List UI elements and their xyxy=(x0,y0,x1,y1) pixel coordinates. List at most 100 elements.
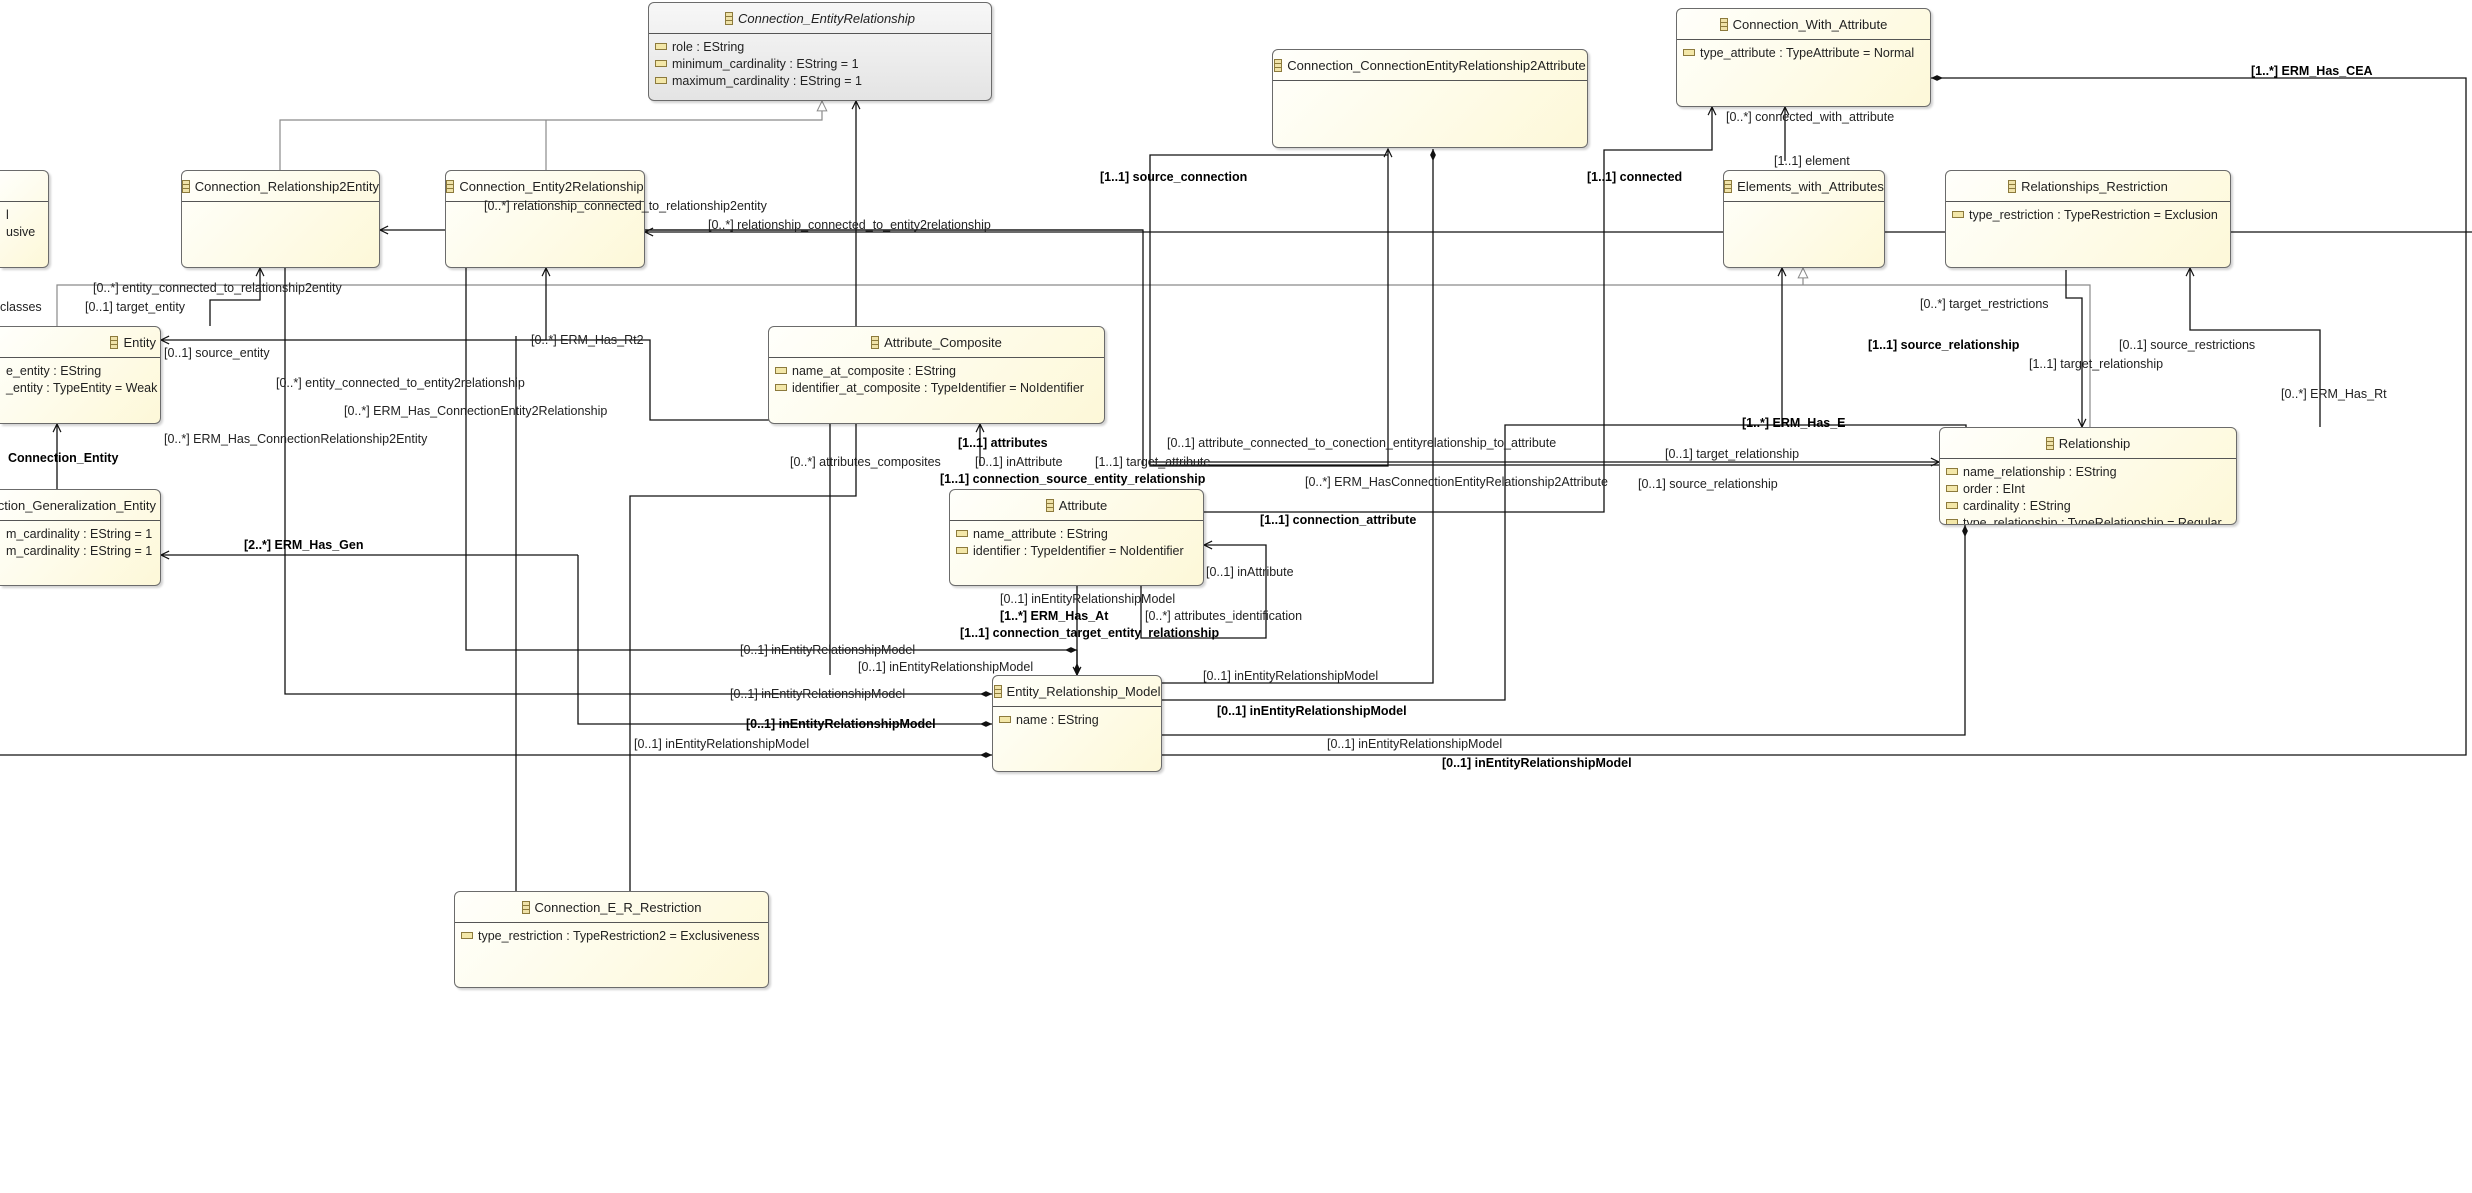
reference-label[interactable]: [0..*] connected_with_attribute xyxy=(1726,110,1895,124)
reference-label[interactable]: [0..1] inEntityRelationshipModel xyxy=(1203,669,1379,683)
attribute-row[interactable]: cardinality : EString xyxy=(1946,497,2230,514)
reference-label[interactable]: [0..1] source_restrictions xyxy=(2119,338,2256,352)
reference-label[interactable]: Connection_Entity xyxy=(8,451,119,465)
class-header[interactable]: Relationships_Restriction xyxy=(1946,171,2230,202)
reference-label[interactable]: [0..1] inEntityRelationshipModel xyxy=(1327,737,1503,751)
class-header[interactable]: Attribute xyxy=(950,490,1203,521)
reference-label[interactable]: [0..*] ERM_Has_ConnectionEntity2Relation… xyxy=(344,404,608,418)
class-box-connection-connectionentityrelationship2attribute[interactable]: Connection_ConnectionEntityRelationship2… xyxy=(1272,49,1588,148)
reference-label[interactable]: [1..1] connection_source_entity_relation… xyxy=(940,472,1206,486)
reference-label[interactable]: [1..1] target_attribute xyxy=(1095,455,1211,469)
class-box-ction-generalization-entity[interactable]: ction_Generalization_Entity m_cardinality… xyxy=(0,489,161,586)
attribute-row[interactable]: name_relationship : EString xyxy=(1946,463,2230,480)
attribute-row[interactable]: minimum_cardinality : EString = 1 xyxy=(655,55,985,72)
class-header[interactable]: Connection_Relationship2Entity xyxy=(182,171,379,202)
reference-label[interactable]: [0..1] inEntityRelationshipModel xyxy=(746,717,936,731)
reference-label[interactable]: [0..*] attributes_identification xyxy=(1145,609,1303,623)
attribute-row[interactable]: type_restriction : TypeRestriction = Exc… xyxy=(1952,206,2224,223)
reference-label[interactable]: [1..1] connection_target_entity_relation… xyxy=(960,626,1220,640)
reference-connector[interactable] xyxy=(1162,149,1434,684)
attribute-row[interactable]: maximum_cardinality : EString = 1 xyxy=(655,72,985,89)
attribute-row[interactable]: name_attribute : EString xyxy=(956,525,1197,542)
attribute-row[interactable]: identifier : TypeIdentifier = NoIdentifi… xyxy=(956,542,1197,559)
reference-label[interactable]: [0..*] ERM_Has_ConnectionRelationship2En… xyxy=(164,432,428,446)
reference-connector[interactable] xyxy=(530,339,831,675)
reference-label[interactable]: classes xyxy=(0,300,42,314)
class-header[interactable]: Attribute_Composite xyxy=(769,327,1104,358)
reference-connector[interactable] xyxy=(1162,525,1966,736)
attribute-row[interactable]: l xyxy=(6,206,42,223)
attribute-row[interactable]: order : EInt xyxy=(1946,480,2230,497)
reference-label[interactable]: [1..1] source_connection xyxy=(1100,170,1248,184)
class-header[interactable]: Entity xyxy=(0,327,160,358)
class-box-connection-relationship2entity[interactable]: Connection_Relationship2Entity xyxy=(181,170,380,268)
attribute-row[interactable]: role : EString xyxy=(655,38,985,55)
reference-label[interactable]: [0..1] inEntityRelationshipModel xyxy=(1442,756,1632,770)
class-header[interactable]: Connection_With_Attribute xyxy=(1677,9,1930,40)
class-box-entity[interactable]: Entity e_entity : EString_entity : TypeEn… xyxy=(0,326,161,424)
attribute-row[interactable]: usive xyxy=(6,223,42,240)
reference-label[interactable]: [0..*] attributes_composites xyxy=(790,455,941,469)
reference-label[interactable]: [1..1] connection_attribute xyxy=(1260,513,1417,527)
class-header[interactable]: Connection_E_R_Restriction xyxy=(455,892,768,923)
class-header[interactable]: Elements_with_Attributes xyxy=(1724,171,1884,202)
attribute-row[interactable]: name : EString xyxy=(999,711,1155,728)
reference-connector[interactable] xyxy=(209,268,261,326)
reference-label[interactable]: [0..1] inEntityRelationshipModel xyxy=(858,660,1034,674)
reference-connector[interactable] xyxy=(1162,77,2467,756)
class-box-attribute-composite[interactable]: Attribute_Composite name_at_composite : E… xyxy=(768,326,1105,424)
reference-label[interactable]: [0..*] ERM_HasConnectionEntityRelationsh… xyxy=(1305,475,1608,489)
attribute-row[interactable]: identifier_at_composite : TypeIdentifier… xyxy=(775,379,1098,396)
attribute-row[interactable]: type_attribute : TypeAttribute = Normal xyxy=(1683,44,1924,61)
reference-label[interactable]: [0..*] ERM_Has_Rt2 xyxy=(531,333,644,347)
reference-connector[interactable] xyxy=(2189,268,2321,427)
attribute-row[interactable]: _entity : TypeEntity = Weak xyxy=(6,379,157,396)
generalization-connector[interactable] xyxy=(56,284,2091,427)
reference-connector[interactable] xyxy=(577,555,992,725)
reference-connector[interactable] xyxy=(1204,107,1713,513)
reference-label[interactable]: [2..*] ERM_Has_Gen xyxy=(244,538,364,552)
class-box-connection-with-attribute[interactable]: Connection_With_Attribute type_attribute … xyxy=(1676,8,1931,107)
reference-label[interactable]: [1..1] source_relationship xyxy=(1868,338,2020,352)
reference-label[interactable]: [0..1] inAttribute xyxy=(975,455,1063,469)
reference-label[interactable]: [0..1] inEntityRelationshipModel xyxy=(1217,704,1407,718)
class-header[interactable]: Relationship xyxy=(1940,428,2236,459)
attribute-row[interactable]: m_cardinality : EString = 1 xyxy=(6,542,154,559)
reference-connector[interactable] xyxy=(530,268,547,341)
reference-label[interactable]: [0..*] relationship_connected_to_entity2… xyxy=(708,218,991,232)
reference-label[interactable]: [0..1] source_relationship xyxy=(1638,477,1778,491)
class-header[interactable]: Connection_EntityRelationship xyxy=(649,3,991,34)
reference-label[interactable]: [1..1] target_relationship xyxy=(2029,357,2164,371)
reference-connector[interactable] xyxy=(1149,149,1389,467)
reference-label[interactable]: [0..1] inEntityRelationshipModel xyxy=(1000,592,1176,606)
reference-label[interactable]: [0..1] inAttribute xyxy=(1206,565,1294,579)
reference-label[interactable]: [0..*] ERM_Has_Rt xyxy=(2281,387,2387,401)
reference-connector[interactable] xyxy=(284,268,992,695)
class-header[interactable]: ction_Generalization_Entity xyxy=(0,490,160,521)
reference-label[interactable]: [0..1] source_entity xyxy=(164,346,270,360)
reference-label[interactable]: [1..*] ERM_Has_CEA xyxy=(2251,64,2373,78)
attribute-row[interactable]: e_entity : EString xyxy=(6,362,154,379)
attribute-row[interactable]: name_at_composite : EString xyxy=(775,362,1098,379)
attribute-row[interactable]: m_cardinality : EString = 1 xyxy=(6,525,154,542)
reference-connector[interactable] xyxy=(1140,544,1267,639)
attribute-row[interactable]: type_relationship : TypeRelationship = R… xyxy=(1946,514,2230,524)
reference-label[interactable]: [0..1] target_relationship xyxy=(1665,447,1800,461)
reference-connector[interactable] xyxy=(465,268,1077,651)
reference-connector[interactable] xyxy=(629,101,857,891)
reference-label[interactable]: [1..*] ERM_Has_E xyxy=(1742,416,1846,430)
class-header[interactable]: Connection_ConnectionEntityRelationship2… xyxy=(1273,50,1587,81)
reference-label[interactable]: [1..*] ERM_Has_At xyxy=(1000,609,1109,623)
reference-label[interactable]: [0..*] entity_connected_to_entity2relati… xyxy=(276,376,525,390)
reference-label[interactable]: [0..1] inEntityRelationshipModel xyxy=(740,643,916,657)
class-header[interactable] xyxy=(0,171,48,202)
generalization-connector[interactable] xyxy=(279,101,823,170)
class-box-elements-with-attributes[interactable]: Elements_with_Attributes xyxy=(1723,170,1885,268)
reference-label[interactable]: [0..1] target_entity xyxy=(85,300,186,314)
